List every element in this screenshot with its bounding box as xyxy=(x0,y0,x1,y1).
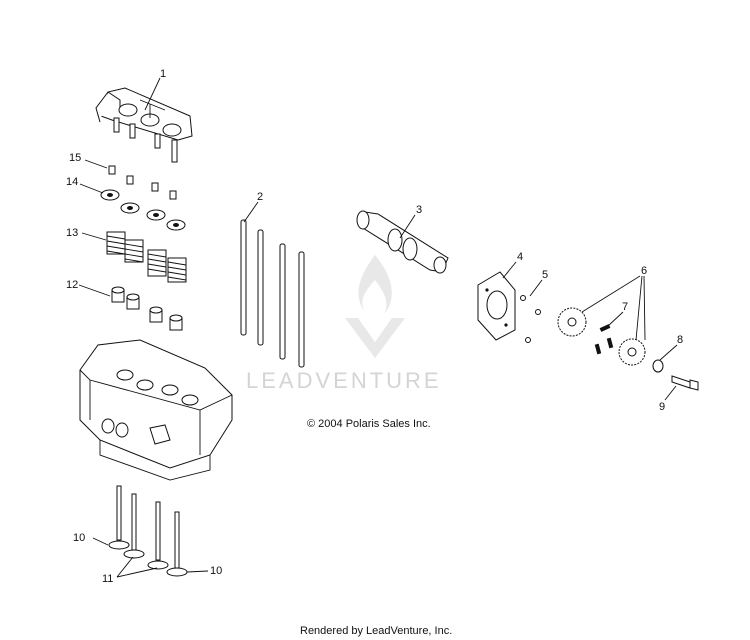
pushrods xyxy=(240,219,305,368)
leader-lines xyxy=(78,77,678,578)
cam-gears xyxy=(557,307,646,366)
callout-9: 9 xyxy=(659,401,665,413)
callout-3: 3 xyxy=(416,204,422,216)
cylinder-head xyxy=(79,339,233,481)
cam-thrust-plate xyxy=(477,271,516,341)
valves xyxy=(108,485,188,577)
watermark: LEADVENTURE xyxy=(246,255,442,393)
callout-2: 2 xyxy=(257,191,263,203)
callout-4: 4 xyxy=(517,251,523,263)
callout-13: 13 xyxy=(66,227,78,239)
callout-6: 6 xyxy=(641,265,647,277)
watermark-text: LEADVENTURE xyxy=(246,368,442,393)
valve-springs xyxy=(106,231,187,283)
spring-retainers xyxy=(100,189,186,231)
callout-10-upper: 10 xyxy=(73,532,85,544)
valve-keepers xyxy=(108,165,177,200)
spring xyxy=(147,249,167,277)
camshaft xyxy=(356,210,449,274)
spring xyxy=(106,231,126,255)
callout-5: 5 xyxy=(542,269,548,281)
spring xyxy=(167,257,187,283)
woodruff-keys xyxy=(594,324,614,355)
callout-labels: 1 2 3 4 5 6 7 8 9 10 10 11 12 13 14 15 xyxy=(66,68,683,585)
valve-seals xyxy=(111,286,183,331)
washer xyxy=(652,359,664,373)
callout-11: 11 xyxy=(102,573,113,585)
spring xyxy=(124,239,144,263)
callout-1: 1 xyxy=(160,68,166,80)
rocker-arm-assembly xyxy=(95,87,193,163)
callout-14: 14 xyxy=(66,176,78,188)
callout-12: 12 xyxy=(66,279,78,291)
callout-10-lower: 10 xyxy=(210,565,222,577)
flame-logo-icon xyxy=(345,255,405,358)
bolt xyxy=(671,375,699,391)
callout-15: 15 xyxy=(69,152,81,164)
screws xyxy=(520,295,541,343)
copyright-notice: © 2004 Polaris Sales Inc. xyxy=(307,418,431,430)
callout-7: 7 xyxy=(622,301,628,313)
footer-credit: Rendered by LeadVenture, Inc. xyxy=(300,625,452,637)
callout-8: 8 xyxy=(677,334,683,346)
